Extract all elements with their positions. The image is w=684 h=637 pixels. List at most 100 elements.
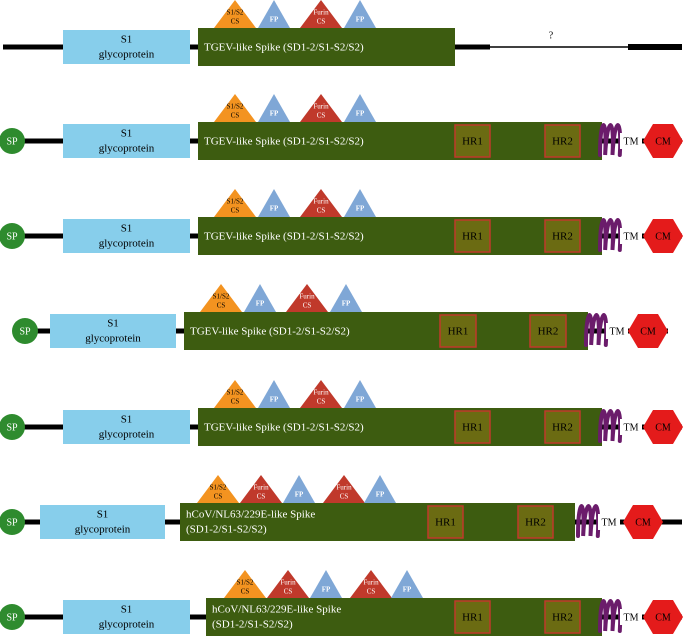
fusion-peptide-triangle xyxy=(258,189,290,217)
hr2-label: HR2 xyxy=(552,231,573,243)
furin-label: Furin xyxy=(313,9,329,17)
furin-label: Furin xyxy=(313,198,329,206)
sp-label: SP xyxy=(6,612,18,623)
s1s2-label: CS xyxy=(231,207,240,215)
spike-label: hCoV/NL63/229E-like Spike xyxy=(186,509,315,521)
s1-label: glycoprotein xyxy=(99,143,155,155)
cm-label: CM xyxy=(655,136,671,147)
s1-box xyxy=(40,505,165,539)
spike-body xyxy=(198,217,602,255)
s1-label: S1 xyxy=(97,509,109,521)
furin-label: CS xyxy=(317,398,326,406)
furin-label: Furin xyxy=(363,579,379,587)
hr2-box xyxy=(544,124,581,158)
hr2-label: HR2 xyxy=(552,422,573,434)
fusion-peptide-triangle xyxy=(283,475,315,503)
spike-body xyxy=(198,28,455,66)
furin-label: Furin xyxy=(253,484,269,492)
fp-label: FP xyxy=(356,205,365,213)
s1-label: S1 xyxy=(121,604,133,616)
s1-box xyxy=(63,30,190,64)
furin-cleavage-site-triangle xyxy=(267,570,309,598)
fp-label: FP xyxy=(376,491,385,499)
furin-label: CS xyxy=(257,493,266,501)
s1-label: glycoprotein xyxy=(75,524,131,536)
s1s2-cleavage-site-triangle xyxy=(214,189,256,217)
spike-label: (SD1-2/S1-S2/S2) xyxy=(186,524,267,536)
tm-label: TM xyxy=(624,231,639,242)
fusion-peptide-triangle xyxy=(258,380,290,408)
tm-coil xyxy=(584,313,609,347)
cm-label: CM xyxy=(655,422,671,433)
tm-label: TM xyxy=(602,517,617,528)
fusion-peptide-triangle xyxy=(258,0,290,28)
furin-cleavage-site-triangle xyxy=(350,570,392,598)
sp-circle xyxy=(0,509,25,535)
tm-coil xyxy=(598,218,623,252)
fusion-peptide-triangle xyxy=(258,94,290,122)
cm-hexagon xyxy=(643,124,683,158)
sp-circle xyxy=(0,414,25,440)
s1s2-label: CS xyxy=(214,493,223,501)
fusion-peptide-triangle xyxy=(344,94,376,122)
spike-label: TGEV-like Spike (SD1-2/S1-S2/S2) xyxy=(190,326,350,338)
tm-label-bg xyxy=(620,228,642,244)
hr1-label: HR1 xyxy=(462,231,483,243)
unknown-label: ? xyxy=(549,30,554,41)
fp-label: FP xyxy=(356,110,365,118)
hr1-label: HR1 xyxy=(462,422,483,434)
spike-label: TGEV-like Spike (SD1-2/S1-S2/S2) xyxy=(204,42,364,54)
s1s2-label: S1/S2 xyxy=(227,198,244,206)
furin-label: CS xyxy=(367,588,376,596)
furin-label: CS xyxy=(317,207,326,215)
fusion-peptide-triangle xyxy=(310,570,342,598)
tm-label-bg xyxy=(620,609,642,625)
hr1-box xyxy=(454,410,491,444)
sp-circle xyxy=(0,128,25,154)
sp-circle xyxy=(0,223,25,249)
cm-label: CM xyxy=(655,231,671,242)
s1s2-cleavage-site-triangle xyxy=(214,94,256,122)
hr2-label: HR2 xyxy=(552,136,573,148)
furin-cleavage-site-triangle xyxy=(300,0,342,28)
furin-label: CS xyxy=(340,493,349,501)
hr1-label: HR1 xyxy=(435,517,456,529)
furin-cleavage-site-triangle xyxy=(323,475,365,503)
spike-body xyxy=(184,312,588,350)
fusion-peptide-triangle xyxy=(244,284,276,312)
tm-label: TM xyxy=(624,136,639,147)
s1s2-cleavage-site-triangle xyxy=(214,0,256,28)
tm-coil xyxy=(598,123,623,157)
hr1-label: HR1 xyxy=(462,612,483,624)
cm-label: CM xyxy=(640,326,656,337)
cm-label: CM xyxy=(635,517,651,528)
spike-label: (SD1-2/S1-S2/S2) xyxy=(212,619,293,631)
furin-label: Furin xyxy=(313,103,329,111)
s1s2-label: S1/S2 xyxy=(213,293,230,301)
furin-label: Furin xyxy=(336,484,352,492)
fp-label: FP xyxy=(270,16,279,24)
spike-label: hCoV/NL63/229E-like Spike xyxy=(212,604,341,616)
s1-label: glycoprotein xyxy=(99,238,155,250)
hr2-box xyxy=(544,219,581,253)
s1-box xyxy=(50,314,176,348)
hr1-box xyxy=(454,124,491,158)
fp-label: FP xyxy=(356,16,365,24)
tm-label-bg xyxy=(598,514,620,530)
spike-body xyxy=(198,408,602,446)
cm-hexagon xyxy=(623,505,663,539)
hr2-box xyxy=(544,410,581,444)
spike-label: TGEV-like Spike (SD1-2/S1-S2/S2) xyxy=(204,422,364,434)
tm-coil xyxy=(598,409,623,443)
sp-label: SP xyxy=(19,326,31,337)
s1s2-label: S1/S2 xyxy=(237,579,254,587)
cm-label: CM xyxy=(655,612,671,623)
tm-label: TM xyxy=(610,326,625,337)
s1-label: S1 xyxy=(107,318,119,330)
hr1-box xyxy=(439,314,477,348)
fusion-peptide-triangle xyxy=(344,380,376,408)
furin-cleavage-site-triangle xyxy=(300,189,342,217)
